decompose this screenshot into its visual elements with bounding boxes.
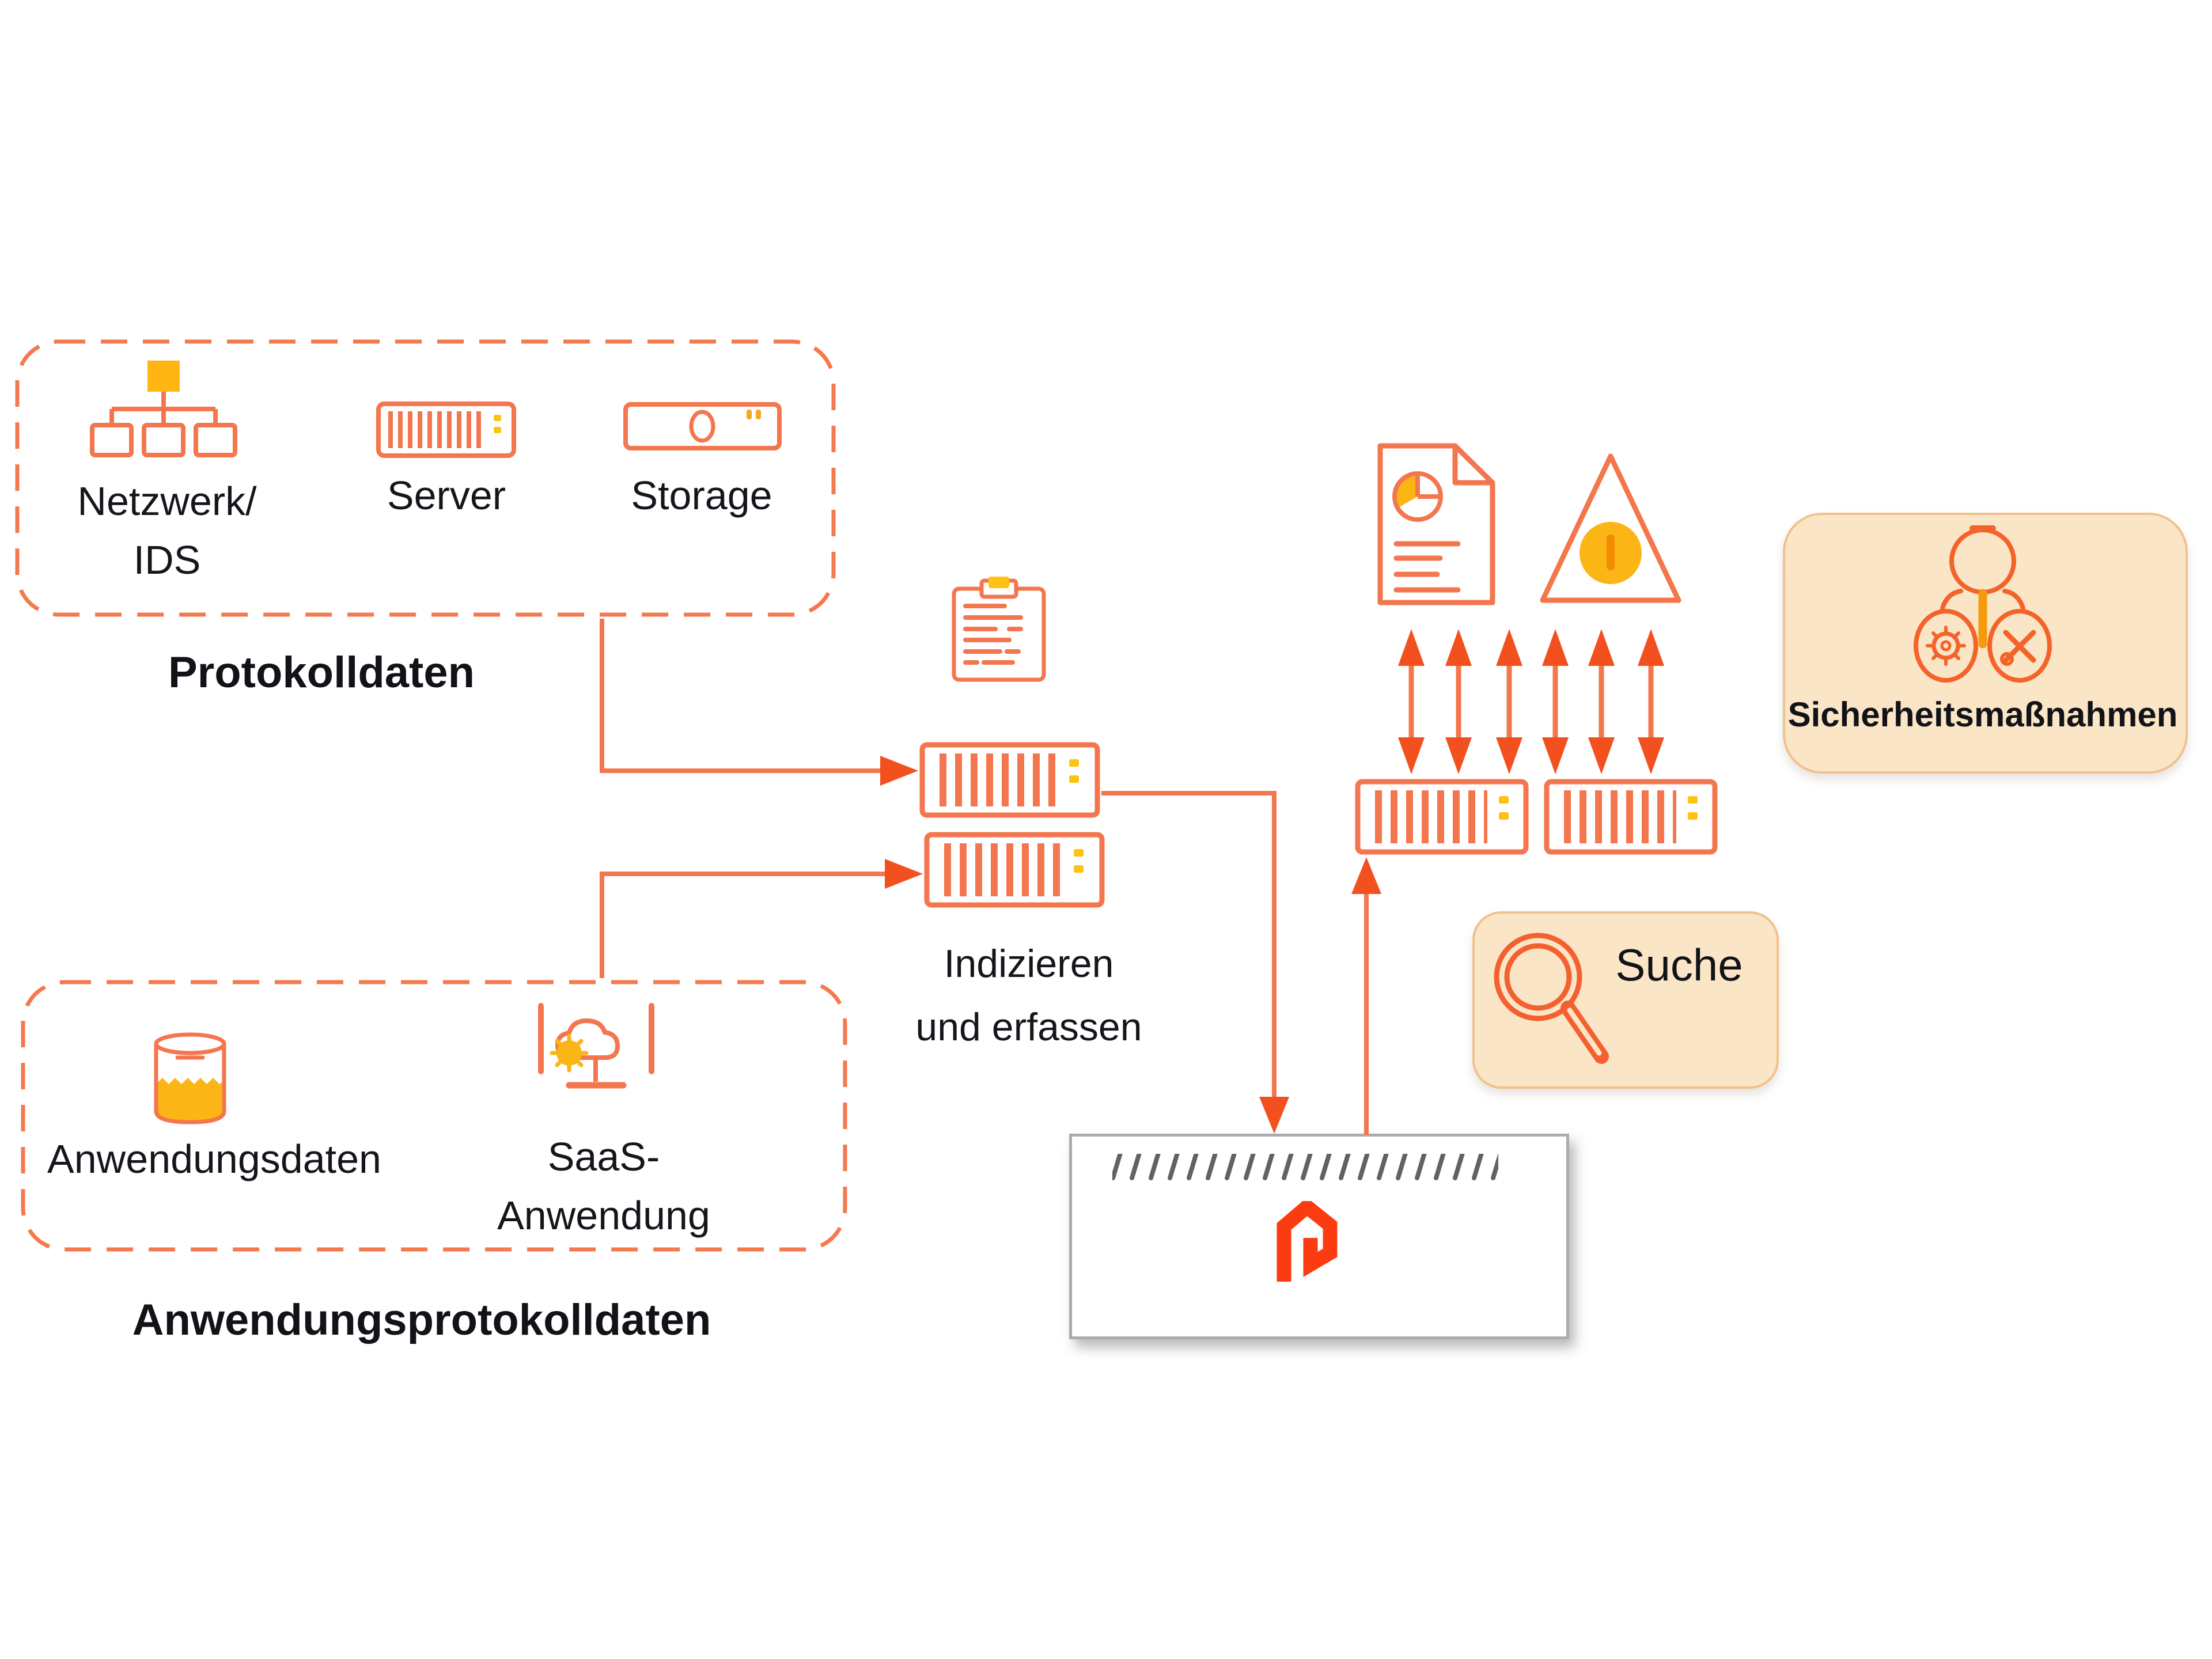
- tools-glyph: [2000, 630, 2036, 666]
- index-rack-icon: [924, 832, 1105, 908]
- gear-glyph: [1926, 626, 1966, 666]
- search-panel: [1472, 911, 1779, 1089]
- application-data-label: Anwendungsdaten: [47, 1137, 381, 1181]
- server-label: Server: [387, 473, 506, 518]
- security-panel-label: Sicherheitsmaßnahmen: [1787, 695, 2178, 734]
- report-document-icon: [1377, 443, 1495, 605]
- storage-appliance-box: [1069, 1134, 1569, 1339]
- saas-cloud-icon: [538, 1003, 654, 1089]
- ingest-label: Indizieren und erfassen: [915, 942, 1142, 1050]
- appliance-hatch-rows: [1112, 1154, 1498, 1328]
- warning-triangle-icon: [1540, 453, 1681, 603]
- bidirectional-arrows: [1398, 629, 1664, 774]
- clipboard-log-icon: [952, 577, 1046, 682]
- search-panel-label: Suche: [1615, 940, 1743, 990]
- server-icon: [376, 402, 516, 458]
- security-tools-icon: [1914, 525, 2052, 683]
- network-ids-icon: [90, 361, 237, 457]
- clipboard-text-lines: [963, 604, 1023, 665]
- magnifier-icon: [1494, 933, 1609, 1064]
- index-rack-icon: [919, 742, 1100, 818]
- protocol-sources-title: Protokolldaten: [168, 648, 475, 697]
- storage-label: Storage: [631, 473, 772, 518]
- report-text-lines: [1393, 541, 1461, 593]
- network-ids-label: Netzwerk/ IDS: [77, 479, 257, 582]
- protocol-sources-frame: [15, 339, 836, 617]
- search-rack-icon: [1355, 779, 1529, 855]
- storage-icon: [623, 402, 782, 450]
- pure-storage-logo: [1277, 1201, 1338, 1282]
- saas-label: SaaS- Anwendung: [497, 1134, 710, 1238]
- search-rack-icon: [1544, 779, 1718, 855]
- application-sources-frame: [21, 980, 847, 1252]
- database-icon: [154, 1032, 226, 1124]
- application-sources-title: Anwendungsprotokolldaten: [132, 1296, 711, 1344]
